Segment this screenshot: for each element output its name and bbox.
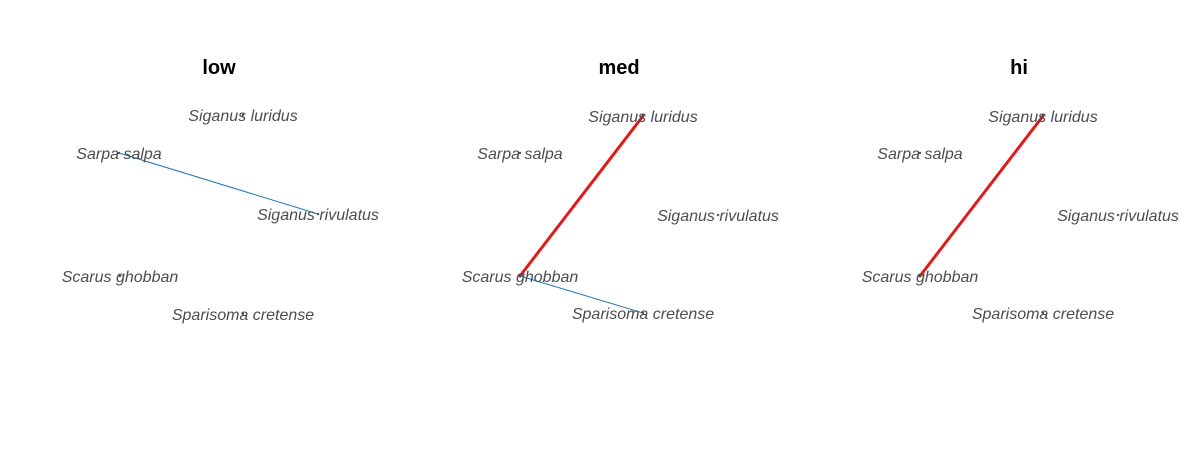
node-point-siganus-rivulatus	[316, 212, 320, 216]
panel-title-med: med	[598, 57, 639, 79]
edge-sarpa-salpa-to-siganus-rivulatus	[118, 152, 319, 215]
node-point-scarus-ghobban	[918, 274, 922, 278]
node-point-siganus-rivulatus	[716, 213, 720, 217]
node-label-siganus-luridus: Siganus luridus	[188, 108, 297, 125]
node-label-sparisoma-cretense: Sparisoma cretense	[572, 306, 714, 323]
node-point-scarus-ghobban	[118, 274, 122, 278]
node-label-siganus-rivulatus: Siganus rivulatus	[257, 207, 379, 224]
node-point-sparisoma-cretense	[1041, 311, 1045, 315]
node-label-sparisoma-cretense: Sparisoma cretense	[172, 307, 314, 324]
panel-title-hi: hi	[1010, 57, 1028, 79]
node-point-sparisoma-cretense	[641, 311, 645, 315]
panel-title-low: low	[202, 57, 236, 79]
node-point-siganus-luridus	[241, 113, 245, 117]
node-label-scarus-ghobban: Scarus ghobban	[462, 269, 579, 286]
node-label-scarus-ghobban: Scarus ghobban	[62, 269, 179, 286]
edge-scarus-ghobban-to-sparisoma-cretense	[519, 275, 644, 314]
node-label-sarpa-salpa: Sarpa salpa	[76, 146, 161, 163]
node-label-sarpa-salpa: Sarpa salpa	[877, 146, 962, 163]
node-label-siganus-luridus: Siganus luridus	[588, 109, 697, 126]
node-point-sarpa-salpa	[918, 151, 922, 155]
node-point-sarpa-salpa	[117, 151, 121, 155]
node-point-siganus-luridus	[641, 114, 645, 118]
node-label-siganus-rivulatus: Siganus rivulatus	[657, 208, 779, 225]
node-label-sarpa-salpa: Sarpa salpa	[477, 146, 562, 163]
edge-siganus-luridus-to-scarus-ghobban	[518, 114, 645, 278]
node-label-scarus-ghobban: Scarus ghobban	[862, 269, 979, 286]
node-point-siganus-luridus	[1041, 114, 1045, 118]
node-label-siganus-rivulatus: Siganus rivulatus	[1057, 208, 1179, 225]
node-point-sparisoma-cretense	[241, 312, 245, 316]
edge-siganus-luridus-to-scarus-ghobban	[918, 114, 1045, 278]
node-point-scarus-ghobban	[518, 274, 522, 278]
node-point-siganus-rivulatus	[1116, 213, 1120, 217]
node-label-siganus-luridus: Siganus luridus	[988, 109, 1097, 126]
node-label-sparisoma-cretense: Sparisoma cretense	[972, 306, 1114, 323]
node-point-sarpa-salpa	[518, 151, 522, 155]
